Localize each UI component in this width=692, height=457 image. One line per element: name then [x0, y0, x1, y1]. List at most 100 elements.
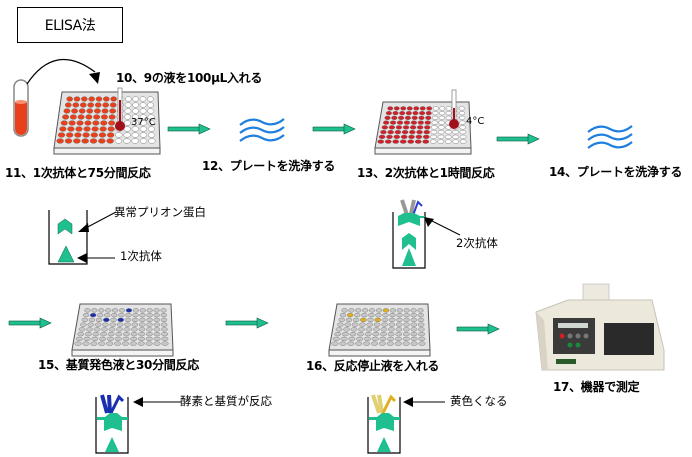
- plate-well: [148, 138, 156, 144]
- plate-well: [64, 138, 73, 144]
- microplate-red: [374, 101, 472, 155]
- plate-well: [417, 120, 424, 125]
- plate-well: [363, 341, 371, 346]
- plate-well: [419, 106, 426, 111]
- plate-well: [390, 120, 397, 125]
- plate-well: [402, 341, 410, 346]
- plate-well: [138, 322, 146, 327]
- plate-well: [80, 322, 87, 327]
- plate-well: [415, 134, 423, 139]
- plate-well: [403, 322, 410, 327]
- plate-well: [406, 106, 413, 111]
- plate-well: [102, 322, 109, 327]
- plate-well: [382, 313, 389, 318]
- step-12-label: 12、プレートを洗浄する: [202, 159, 336, 173]
- plate-well: [132, 114, 139, 120]
- plate-well: [131, 322, 139, 327]
- plate-well: [138, 332, 146, 337]
- plate-well: [118, 308, 126, 313]
- plate-well: [78, 108, 86, 114]
- plate-well: [116, 322, 124, 327]
- plate-well: [107, 332, 115, 337]
- plate-well: [103, 96, 110, 102]
- plate-well: [403, 317, 410, 322]
- plate-well: [382, 308, 390, 313]
- plate-well: [380, 130, 387, 135]
- plate-well: [377, 139, 385, 144]
- plate-well: [335, 327, 343, 332]
- plate-well: [408, 134, 415, 139]
- plate-well: [381, 322, 388, 327]
- plate-well: [139, 102, 147, 108]
- plate-well: [400, 134, 408, 139]
- plate-well: [437, 130, 445, 135]
- plate-well: [459, 134, 467, 139]
- plate-well: [139, 108, 147, 114]
- plate-well: [343, 327, 350, 332]
- plate-well: [81, 96, 88, 102]
- plate-well: [387, 332, 395, 337]
- plate-well: [153, 308, 160, 313]
- plate-well: [379, 336, 387, 341]
- arrow-right-icon: [167, 123, 211, 135]
- plate-well: [86, 108, 94, 114]
- plate-well: [131, 120, 139, 126]
- plate-well: [153, 313, 160, 318]
- plate-well: [147, 96, 154, 102]
- plate-well: [160, 313, 167, 318]
- plate-well: [381, 125, 388, 130]
- plate-well: [388, 322, 396, 327]
- plate-well: [394, 130, 402, 135]
- microplate-yellow: [328, 303, 431, 357]
- plate-well: [145, 341, 153, 346]
- microplate-blue: [71, 303, 174, 357]
- plate-well: [94, 322, 102, 327]
- plate-well: [74, 132, 82, 138]
- plate-well: [392, 111, 399, 116]
- plate-well: [391, 115, 398, 120]
- plate-well: [98, 138, 106, 144]
- plate-well: [403, 120, 411, 125]
- plate-well: [82, 313, 90, 318]
- plate-well: [410, 120, 417, 125]
- plate-well: [124, 317, 132, 322]
- plate-well: [417, 317, 425, 322]
- plate-well: [153, 317, 160, 322]
- plate-well: [82, 132, 90, 138]
- plate-well: [369, 308, 376, 313]
- plate-well: [388, 327, 395, 332]
- plate-well: [409, 125, 417, 130]
- plate-well: [437, 134, 445, 139]
- plate-well: [432, 115, 439, 120]
- plate-well: [347, 341, 355, 346]
- plate-well: [410, 317, 417, 322]
- plate-well: [426, 106, 433, 111]
- plate-well: [146, 317, 153, 322]
- plate-well: [100, 332, 107, 337]
- plate-well: [374, 317, 381, 322]
- plate-well: [74, 341, 82, 346]
- plate-well: [361, 313, 368, 318]
- plate-well: [439, 106, 446, 111]
- plate-well: [403, 308, 410, 313]
- plate-well: [160, 322, 168, 327]
- plate-well: [404, 115, 411, 120]
- plate-well: [410, 336, 418, 341]
- plate-well: [395, 332, 403, 337]
- plate-well: [410, 308, 417, 313]
- plate-well: [356, 336, 364, 341]
- plate-well: [452, 134, 459, 139]
- plate-well: [375, 308, 383, 313]
- plate-well: [396, 313, 403, 318]
- plate-well: [131, 317, 139, 322]
- plate-well: [417, 308, 424, 313]
- secondary-antibody-label: 2次抗体: [456, 236, 498, 250]
- plate-well: [78, 327, 86, 332]
- plate-well: [77, 114, 85, 120]
- plate-well: [430, 134, 437, 139]
- plate-well: [108, 120, 116, 126]
- plate-well: [409, 130, 416, 135]
- plate-well: [130, 332, 138, 337]
- plate-well: [114, 336, 122, 341]
- primary-antibody-label: 1次抗体: [120, 249, 162, 263]
